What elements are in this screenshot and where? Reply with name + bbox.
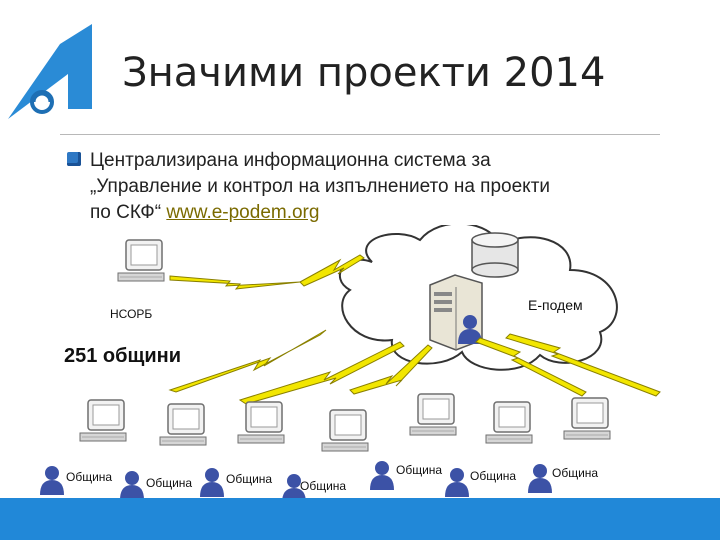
database-icon [471,232,519,278]
bullet-icon [67,152,81,166]
municipality-computer-icon [321,409,369,452]
bullet-text: Централизирана информационна система за … [90,148,690,226]
bullet-line-3: по СКФ“ [90,202,162,223]
bolt-midleft [238,341,405,405]
bolt-right [475,337,587,397]
page-title: Значими проекти 2014 [122,50,606,96]
municipality-label: Община [552,466,598,480]
municipality-label: Община [226,472,272,486]
municipality-label: Община [146,476,192,490]
center-label: Е-подем [528,297,583,313]
municipality-computer-icon [237,401,285,444]
municipalities-count-label: 251 общини [64,345,181,367]
municipality-label: Община [300,479,346,493]
municipality-user-icon [370,461,394,490]
bolt-ncorb [169,275,301,290]
municipality-computer-icon [79,399,127,442]
municipality-user-icon [120,471,144,500]
bullet-line-2: „Управление и контрол на изпълнението на… [90,176,551,197]
municipality-computer-icon [409,393,457,436]
municipality-label: Община [66,470,112,484]
bolt-farright [505,333,661,397]
municipality-user-icon [528,464,552,493]
ncorb-computer-icon [117,239,165,282]
municipality-user-icon [40,466,64,495]
logo-icon [8,24,92,119]
e-podem-link[interactable]: www.e-podem.org [166,202,320,223]
municipality-label: Община [470,469,516,483]
municipality-computer-icon [485,401,533,444]
bolt-mid [349,344,433,395]
municipality-label: Община [396,463,442,477]
title-divider [60,134,660,135]
ncorb-label: НСОРБ [110,307,152,321]
network-diagram: Е-подем НСОРБ 251 общини [40,225,661,503]
municipality-computer-icon [159,403,207,446]
footer-bar [0,498,720,540]
bullet-line-1: Централизирана информационна система за [90,150,491,171]
bolt-left [168,329,327,393]
bolt-top [299,254,365,287]
municipality-user-icon [445,468,469,497]
municipality-user-icon [200,468,224,497]
municipality-computer-icon [563,397,611,440]
